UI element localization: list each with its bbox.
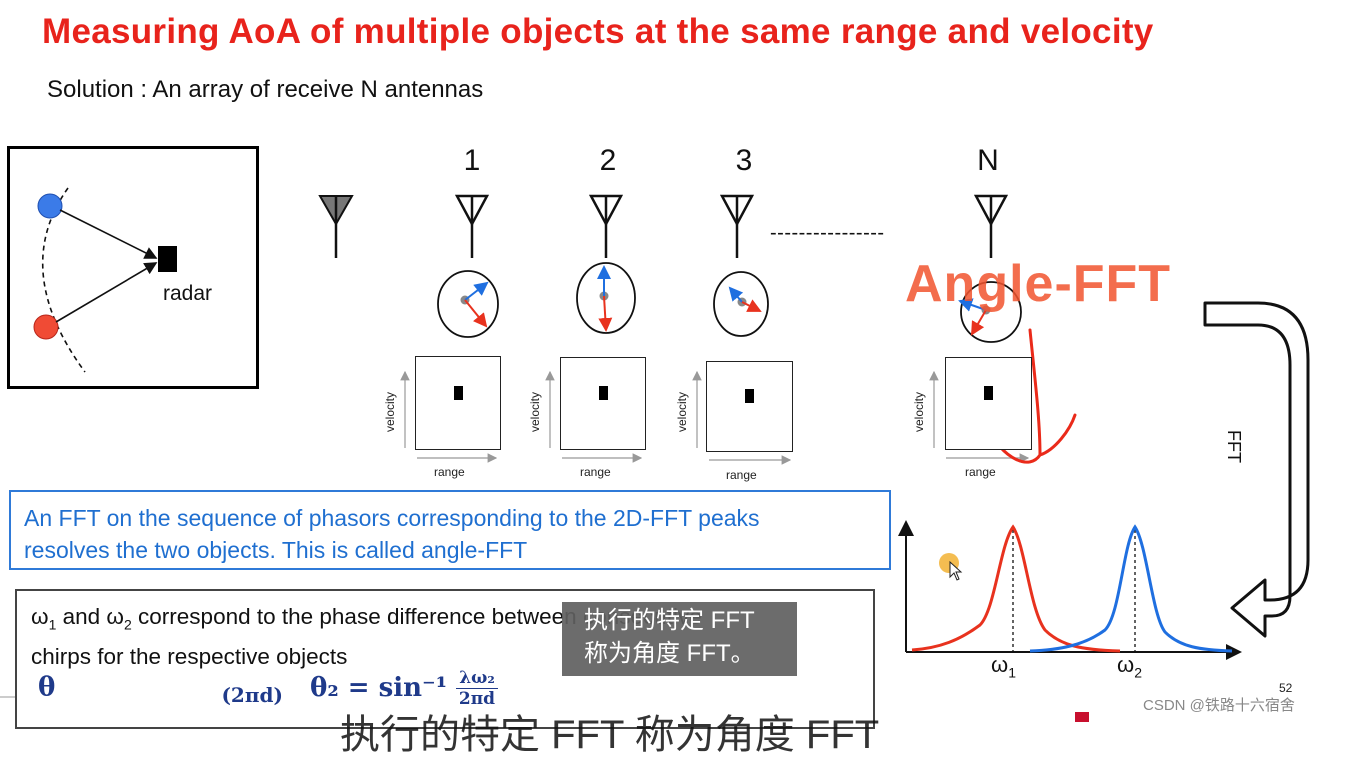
spectrum-object2-curve xyxy=(1029,524,1233,653)
rx-antenna-2-icon xyxy=(588,194,624,258)
rv-peak-1 xyxy=(454,386,463,400)
antenna-ellipsis: ---------------- xyxy=(770,222,885,244)
fft-curved-arrow xyxy=(1203,301,1310,638)
phasor-2 xyxy=(576,262,636,334)
page-number: 52 xyxy=(1279,681,1293,695)
range-label-1: range xyxy=(434,465,465,479)
spectrum-object1-curve xyxy=(911,524,1121,653)
rx-antenna-1-icon xyxy=(454,194,490,258)
angle-formula: θ (2πd) θ₂ = sin⁻¹ λω₂ 2πd xyxy=(38,668,498,709)
phasor-1 xyxy=(437,270,499,338)
spectrum-label-w2: ω2 xyxy=(1117,652,1142,681)
range-label-3: range xyxy=(726,468,757,482)
info-text: An FFT on the sequence of phasors corres… xyxy=(24,502,760,566)
phasor-3 xyxy=(713,271,769,337)
formula-occluded-region xyxy=(64,674,305,703)
rx-antenna-n-icon xyxy=(973,194,1009,258)
angle-fft-info-box: An FFT on the sequence of phasors corres… xyxy=(9,490,891,570)
spectrum-label-w1: ω1 xyxy=(991,652,1016,681)
slide-title: Measuring AoA of multiple objects at the… xyxy=(42,12,1154,51)
radar-label: radar xyxy=(163,282,213,305)
watermark: CSDN @铁路十六宿舍 xyxy=(1143,697,1295,714)
slide-subtitle: Solution : An array of receive N antenna… xyxy=(47,76,484,103)
theta1-denominator: (2πd) xyxy=(221,682,283,707)
info-line-2: resolves the two objects. This is called… xyxy=(24,537,528,563)
theta2-fraction: λω₂ 2πd xyxy=(456,668,498,709)
antenna-label-2: 2 xyxy=(599,144,617,177)
antenna-label-n: N xyxy=(977,144,999,177)
scene-diagram xyxy=(7,146,259,389)
rv-peak-n xyxy=(984,386,993,400)
video-subtitle-overlay: 执行的特定 FFT 称为角度 FFT。 xyxy=(562,602,797,676)
mouse-cursor-icon xyxy=(949,560,963,581)
antenna-label-1: 1 xyxy=(463,144,481,177)
omega-text: ω1 and ω2 correspond to the phase differ… xyxy=(31,601,702,673)
theta1-symbol: θ xyxy=(38,672,56,703)
range-label-n: range xyxy=(965,465,996,479)
antenna-label-3: 3 xyxy=(735,144,753,177)
subtitle-line-2: 称为角度 FFT。 xyxy=(584,640,755,667)
omega-line-2: chirps for the respective objects xyxy=(31,643,348,669)
velocity-label-3: velocity xyxy=(675,391,689,432)
info-line-1: An FFT on the sequence of phasors corres… xyxy=(24,505,760,531)
velocity-label-1: velocity xyxy=(383,391,397,432)
velocity-label-n: velocity xyxy=(912,391,926,432)
subtitle-line-1: 执行的特定 FFT xyxy=(584,607,755,634)
rx-antenna-3-icon xyxy=(719,194,755,258)
rv-map-n xyxy=(945,357,1032,450)
rv-map-1 xyxy=(415,356,501,450)
spectrum-plot xyxy=(898,520,1242,660)
rv-peak-3 xyxy=(745,389,754,403)
theta2-expression: θ₂ = sin⁻¹ xyxy=(310,672,448,703)
rv-map-3 xyxy=(706,361,793,452)
cursor-highlight xyxy=(939,553,959,573)
velocity-label-2: velocity xyxy=(528,391,542,432)
tx-antenna-icon xyxy=(318,195,354,258)
rv-map-2 xyxy=(560,357,646,450)
bottom-subtitle: 执行的特定 FFT 称为角度 FFT xyxy=(340,713,880,757)
fft-arrow-label: FFT xyxy=(1224,430,1244,463)
angle-fft-annotation: Angle-FFT xyxy=(905,255,1172,313)
rv-peak-2 xyxy=(599,386,608,400)
range-label-2: range xyxy=(580,465,611,479)
ti-logo-icon xyxy=(1075,712,1089,722)
